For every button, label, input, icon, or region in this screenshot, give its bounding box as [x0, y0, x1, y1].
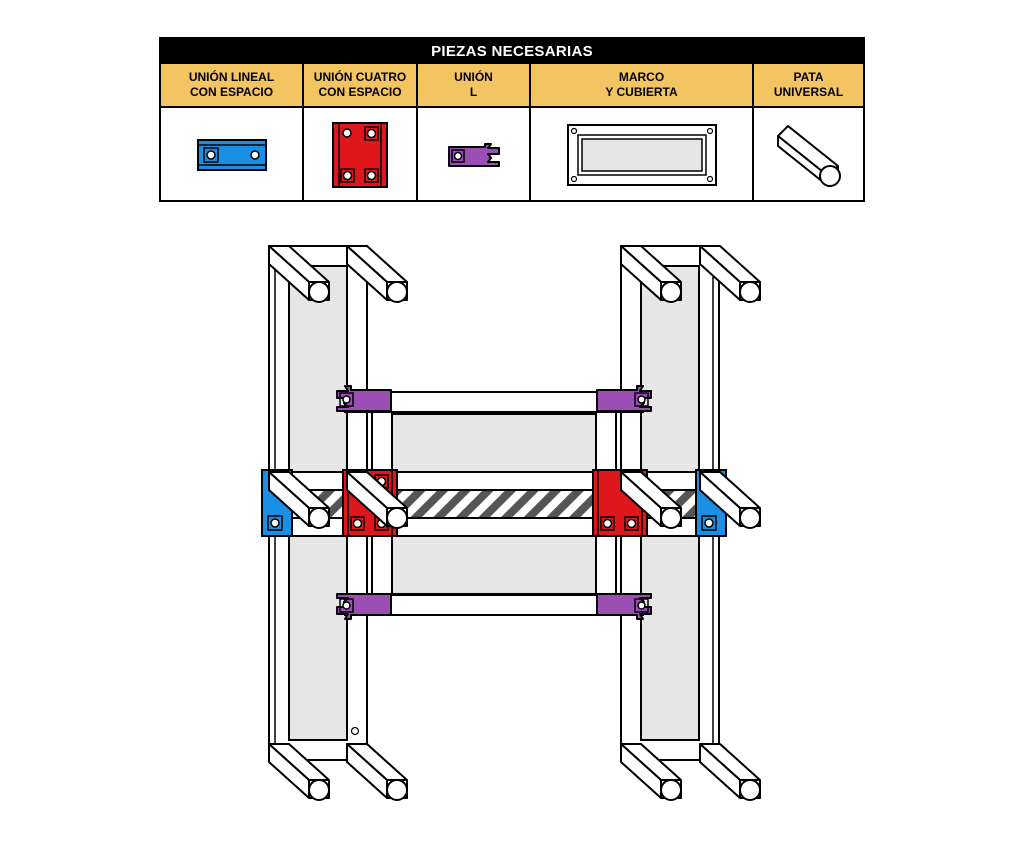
header-universal-leg: PATA UNIVERSAL [773, 70, 844, 99]
table-title: PIEZAS NECESARIAS [161, 39, 863, 64]
cell-universal-leg [754, 108, 863, 202]
frame-and-cover-icon [566, 124, 717, 186]
universal-leg-icon [776, 125, 841, 187]
parts-table: PIEZAS NECESARIAS UNIÓN LINEAL CON ESPAC… [159, 37, 865, 202]
leg-bottom-2 [346, 743, 408, 801]
linear-joint-icon [196, 139, 267, 171]
header-frame-and-cover: MARCO Y CUBIERTA [531, 64, 754, 106]
cell-four-way-joint [304, 108, 418, 202]
header-four-way-joint: UNIÓN CUATRO CON ESPACIO [304, 64, 418, 106]
cell-linear-joint [161, 108, 304, 202]
leg-bottom-4 [699, 743, 761, 801]
cell-frame-and-cover [531, 108, 754, 202]
table-header-row: UNIÓN LINEAL CON ESPACIO UNIÓN CUATRO CO… [161, 64, 863, 108]
cell-l-joint [418, 108, 531, 202]
l-joint-icon [447, 143, 500, 167]
header-l-joint: UNIÓN L [418, 64, 531, 106]
header-linear-joint: UNIÓN LINEAL CON ESPACIO [161, 64, 304, 106]
table-image-row [161, 108, 863, 202]
four-way-joint-icon [332, 122, 388, 188]
